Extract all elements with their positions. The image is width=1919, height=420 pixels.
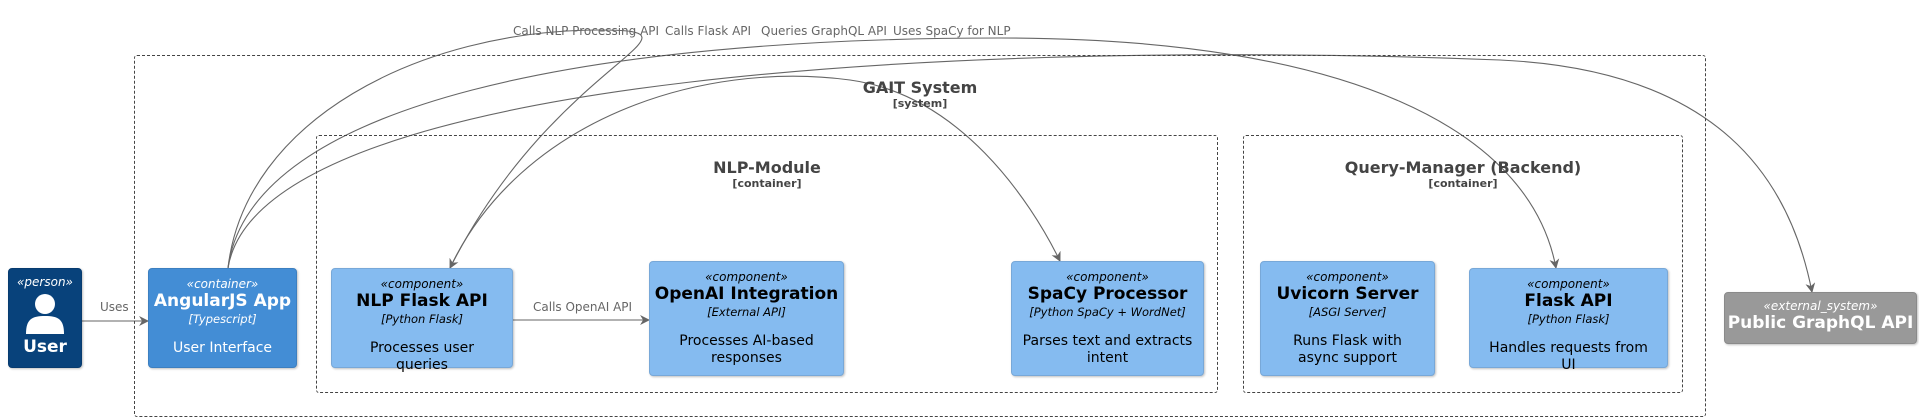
spacy-stereotype: «component»: [1066, 270, 1149, 284]
user-person-box[interactable]: «person» User: [8, 268, 82, 368]
angularjs-tech: [Typescript]: [188, 312, 257, 326]
uvicorn-name: Uvicorn Server: [1276, 284, 1419, 304]
uvicorn-desc: Runs Flask with async support: [1293, 333, 1402, 366]
nlp-module-boundary: NLP-Module [container]: [316, 135, 1218, 393]
query-manager-boundary: Query-Manager (Backend) [container]: [1243, 135, 1683, 393]
label-calls-flask-api: Calls Flask API: [665, 24, 752, 38]
openai-name: OpenAI Integration: [654, 284, 839, 304]
angularjs-stereotype: «container»: [186, 277, 259, 291]
spacy-name: SpaCy Processor: [1027, 284, 1188, 304]
angularjs-name: AngularJS App: [153, 291, 292, 311]
person-icon: [26, 294, 64, 334]
angularjs-desc: User Interface: [172, 340, 273, 356]
flask-api-tech: [Python Flask]: [1527, 312, 1610, 326]
nlp-module-type: [container]: [732, 177, 802, 190]
flask-api-box[interactable]: «component» Flask API [Python Flask] Han…: [1469, 268, 1668, 373]
openai-stereotype: «component»: [705, 270, 788, 284]
spacy-processor-box[interactable]: «component» SpaCy Processor [Python SpaC…: [1011, 261, 1204, 376]
angularjs-app-box[interactable]: «container» AngularJS App [Typescript] U…: [148, 268, 297, 368]
nlp-flask-desc: Processes user queries: [369, 340, 474, 373]
uvicorn-server-box[interactable]: «component» Uvicorn Server [ASGI Server]…: [1260, 261, 1435, 376]
nlp-flask-tech: [Python Flask]: [381, 312, 463, 326]
label-calls-nlp-processing-api: Calls NLP Processing API: [513, 24, 660, 38]
public-graphql-api-box[interactable]: «external_system» Public GraphQL API: [1724, 292, 1917, 344]
flask-api-desc: Handles requests from UI: [1489, 340, 1648, 373]
flask-api-stereotype: «component»: [1527, 277, 1610, 291]
graphql-stereotype: «external_system»: [1763, 299, 1878, 313]
openai-desc: Processes AI-based responses: [679, 333, 814, 366]
label-uses-spacy-for-nlp: Uses SpaCy for NLP: [893, 24, 1011, 38]
label-queries-graphql-api: Queries GraphQL API: [761, 24, 887, 38]
user-stereotype: «person»: [17, 275, 73, 289]
query-manager-type: [container]: [1428, 177, 1498, 190]
spacy-desc: Parses text and extracts intent: [1022, 333, 1193, 366]
edge-nlp-flask-uses-spacy: [449, 75, 1061, 269]
nlp-flask-stereotype: «component»: [380, 277, 464, 291]
gait-system-type: [system]: [892, 97, 948, 110]
graphql-name: Public GraphQL API: [1727, 313, 1914, 333]
spacy-tech: [Python SpaCy + WordNet]: [1029, 305, 1186, 319]
edge-angular-calls-nlp-flask: [227, 29, 643, 269]
nlp-flask-name: NLP Flask API: [356, 291, 488, 311]
query-manager-title: Query-Manager (Backend): [1344, 158, 1582, 177]
gait-system-title: GAIT System: [862, 78, 978, 97]
nlp-flask-api-box[interactable]: «component» NLP Flask API [Python Flask]…: [331, 268, 513, 373]
openai-integration-box[interactable]: «component» OpenAI Integration [External…: [649, 261, 844, 376]
label-calls-openai-api: Calls OpenAI API: [533, 300, 633, 314]
user-name: User: [23, 337, 67, 357]
uvicorn-stereotype: «component»: [1306, 270, 1389, 284]
label-uses: Uses: [100, 300, 129, 314]
flask-api-name: Flask API: [1524, 291, 1613, 311]
uvicorn-tech: [ASGI Server]: [1308, 305, 1387, 319]
gait-system-boundary: GAIT System [system]: [134, 55, 1706, 417]
edge-angular-queries-graphql: [227, 54, 1816, 293]
nlp-module-title: NLP-Module: [713, 158, 821, 177]
openai-tech: [External API]: [707, 305, 786, 319]
edge-angular-calls-flask-api: [227, 37, 1560, 269]
